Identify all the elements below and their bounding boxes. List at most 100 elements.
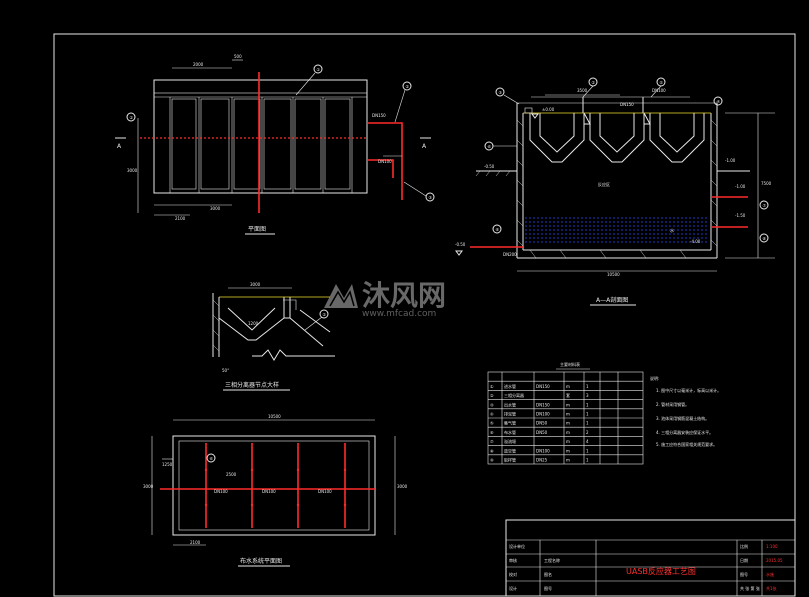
table-cell: DN100 (536, 412, 550, 417)
water-label: 水 (670, 227, 674, 233)
table-cell: m (566, 430, 570, 435)
table-cell: m (566, 421, 570, 426)
section-mark-a-left: A (117, 143, 122, 150)
svg-text:设计单位: 设计单位 (509, 543, 525, 549)
svg-text:反应区: 反应区 (598, 181, 610, 187)
elev-right: -1.50 (735, 213, 746, 218)
svg-text:图名: 图名 (544, 571, 552, 577)
svg-text:③: ③ (429, 195, 433, 200)
svg-text:④: ④ (717, 99, 721, 104)
svg-text:2500: 2500 (226, 472, 237, 477)
plan-view-title: 平面图 (248, 226, 266, 233)
table-cell: ① (490, 384, 494, 389)
table-cell: m (566, 448, 570, 453)
table-cell: 4 (586, 439, 589, 444)
table-cell: m (566, 439, 570, 444)
svg-text:DN100: DN100 (214, 489, 228, 494)
svg-text:±0.00: ±0.00 (542, 107, 555, 112)
detail-view: ② 3000 1200 50° 三相分离器节点大样 (212, 282, 335, 391)
plan-dim-top-small: 500 (234, 54, 242, 59)
table-cell: 排泥管 (504, 411, 516, 417)
table-cell: ⑦ (490, 439, 494, 444)
svg-text:-0.50: -0.50 (455, 242, 466, 247)
detail-view-title: 三相分离器节点大样 (225, 381, 279, 389)
svg-text:DN100: DN100 (652, 88, 666, 93)
watermark-brand: 沐风网 (362, 279, 446, 312)
svg-text:1200: 1200 (248, 321, 259, 326)
branch-pipes (205, 443, 346, 528)
table-cell: 取样管 (504, 457, 516, 463)
table-cell: 2 (586, 430, 589, 435)
table-cell: 1 (586, 458, 589, 463)
section-total-dim: 10500 (607, 272, 620, 277)
table-cell: 出水管 (504, 401, 516, 407)
table-cell: ⑧ (490, 448, 494, 453)
svg-text:DN150: DN150 (620, 102, 634, 107)
svg-text:3000: 3000 (210, 206, 221, 211)
svg-text:⑦: ⑦ (763, 203, 767, 208)
table-cell: 溢流堰 (504, 438, 516, 444)
svg-text:水施: 水施 (766, 571, 774, 577)
svg-text:②: ② (406, 84, 410, 89)
svg-text:DN200: DN200 (503, 252, 517, 257)
table-cell: 放空管 (504, 447, 516, 453)
svg-text:2100: 2100 (175, 216, 186, 221)
note-line: 3. 池体采用钢筋混凝土结构。 (656, 415, 709, 421)
table-cell: 1 (586, 421, 589, 426)
distribution-view: ⑥ 2500 DN100 DN100 DN100 10500 3000 3000… (143, 414, 408, 567)
table-cell: 1 (586, 402, 589, 407)
notes: 说明:1. 图中尺寸以毫米计，标高以米计。2. 管材采用钢管。3. 池体采用钢筋… (650, 375, 721, 447)
elev-bottom: -4.00 (690, 239, 701, 244)
table-cell: DN150 (536, 402, 550, 407)
svg-text:⑧: ⑧ (763, 236, 767, 241)
table-cell: m (566, 412, 570, 417)
plan-pipe-tag: DN150 (372, 113, 386, 118)
svg-text:校对: 校对 (509, 571, 517, 577)
svg-text:3000: 3000 (127, 168, 138, 173)
note-line: 2. 管材采用钢管。 (656, 401, 689, 407)
note-line: 说明: (650, 375, 659, 381)
distribution-view-title: 布水系统平面图 (240, 557, 282, 565)
svg-text:共 张 第 张: 共 张 第 张 (740, 585, 760, 591)
watermark-logo-icon (324, 284, 358, 308)
svg-text:比例: 比例 (740, 543, 748, 549)
table-cell: DN25 (536, 458, 548, 463)
svg-text:⑨: ⑨ (496, 227, 500, 232)
svg-text:工程名称: 工程名称 (544, 557, 560, 563)
table-cell: ⑥ (490, 430, 494, 435)
elev-mid: -1.00 (725, 158, 736, 163)
drawing-frame (53, 33, 796, 597)
plan-outlet-pipe (367, 122, 403, 200)
svg-text:⑤: ⑤ (660, 80, 664, 85)
svg-text:DN100: DN100 (262, 489, 276, 494)
svg-text:②: ② (592, 80, 596, 85)
svg-text:3000: 3000 (250, 282, 261, 287)
table-cell: ⑤ (490, 421, 494, 426)
svg-text:①: ① (317, 67, 321, 72)
table-cell: DN150 (536, 384, 550, 389)
table-title: 主要材料表 (560, 361, 580, 367)
table-cell: 套 (566, 392, 570, 398)
svg-text:③: ③ (499, 90, 503, 95)
svg-text:图号: 图号 (740, 571, 748, 577)
title-block: 设计单位 审核 校对 设计 工程名称 图名 图号 UASB反应器工艺图 比例 日… (505, 519, 796, 597)
table-cell: m (566, 384, 570, 389)
table-cell: 1 (586, 448, 589, 453)
svg-text:审核: 审核 (509, 557, 517, 563)
section-mark-a-right: A (422, 143, 427, 150)
table-cell: m (566, 458, 570, 463)
table-cell: ② (490, 393, 494, 398)
table-cell: 1 (586, 384, 589, 389)
svg-text:DN100: DN100 (318, 489, 332, 494)
table-cell: 进水管 (504, 383, 516, 389)
svg-text:3500: 3500 (577, 88, 588, 93)
svg-text:50°: 50° (222, 368, 229, 373)
table-cell: ④ (490, 412, 494, 417)
table-cell: ⑨ (490, 458, 494, 463)
svg-text:2015.05: 2015.05 (766, 558, 783, 563)
note-line: 4. 三相分离器安装应保证水平。 (656, 429, 713, 435)
svg-text:-1.00: -1.00 (735, 184, 746, 189)
table-cell: DN50 (536, 430, 548, 435)
